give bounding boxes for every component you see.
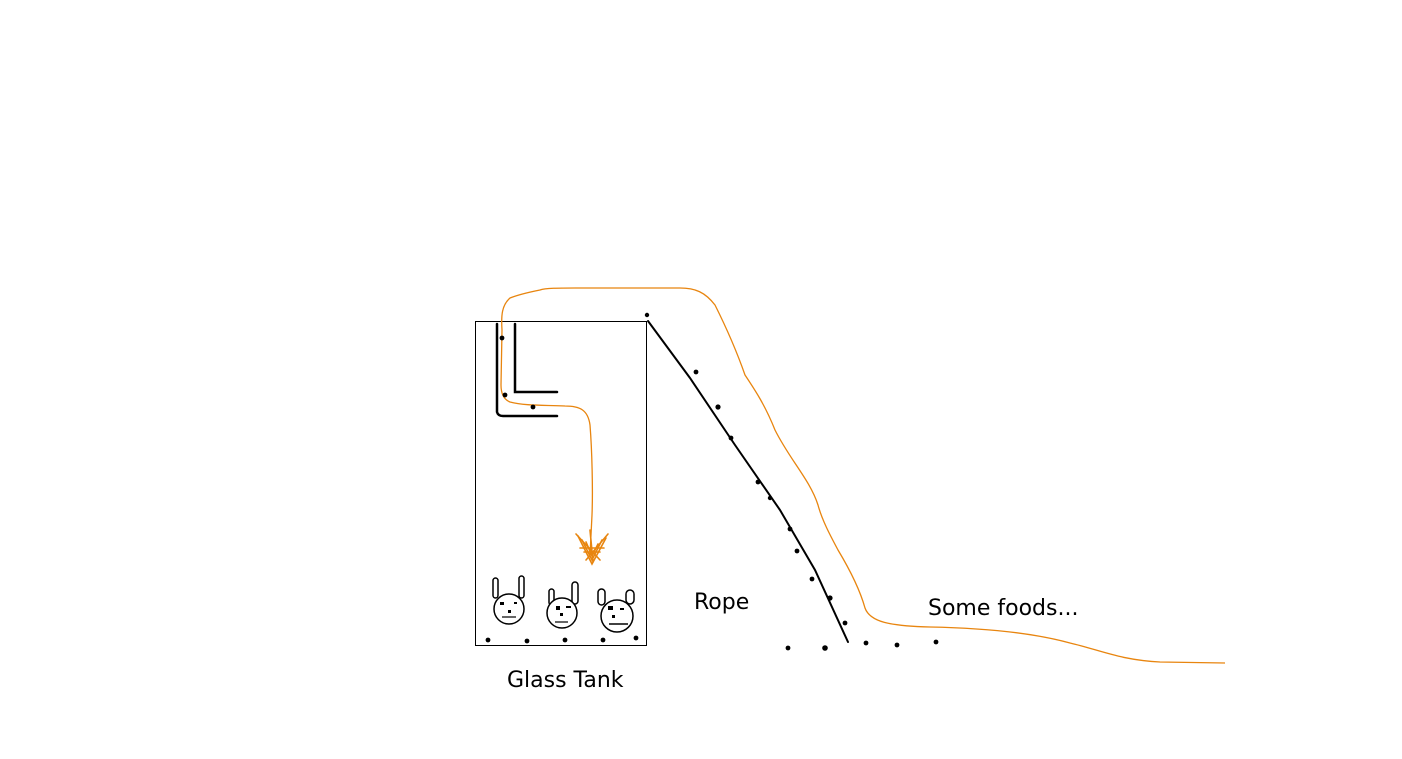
food-crumb-icon <box>728 435 734 441</box>
arrowhead-icon <box>575 529 609 566</box>
food-crumb-icon <box>530 404 536 410</box>
food-crumb-icon <box>794 548 800 554</box>
food-crumb-icon <box>767 495 773 501</box>
glass-tank <box>475 321 647 646</box>
food-crumb-icon <box>600 637 606 643</box>
food-crumb-icon <box>562 637 568 643</box>
food-crumb-icon <box>933 639 939 645</box>
bunny-face-icon <box>546 581 579 629</box>
label-rope: Rope <box>694 590 750 615</box>
rope-line <box>647 320 849 643</box>
food-crumb-icon <box>502 392 508 398</box>
food-crumb-icon <box>524 638 530 644</box>
food-crumb-icon <box>693 369 699 375</box>
food-crumb-icon <box>633 635 639 641</box>
food-crumb-icon <box>715 404 721 410</box>
food-crumb-icon <box>809 576 815 582</box>
food-crumb-icon <box>785 645 791 651</box>
food-crumb-icon <box>822 645 828 651</box>
bunny-face-icon <box>597 588 635 633</box>
food-crumb-icon <box>499 335 505 341</box>
tank-chute <box>495 322 559 418</box>
ant-trail-path <box>500 287 1226 664</box>
food-crumbs <box>485 312 939 651</box>
food-crumb-icon <box>787 526 793 532</box>
food-crumb-icon <box>863 640 869 646</box>
label-some-foods: Some foods... <box>928 596 1079 621</box>
food-crumb-icon <box>644 312 650 318</box>
food-crumb-icon <box>894 642 900 648</box>
food-crumb-icon <box>485 637 491 643</box>
chute-outer-wall <box>495 322 559 418</box>
food-crumb-icon <box>842 620 848 626</box>
food-crumb-icon <box>755 479 761 485</box>
chute-inner-wall <box>513 322 559 394</box>
bunny-face-icon <box>492 575 525 625</box>
label-glass-tank: Glass Tank <box>507 668 624 693</box>
food-crumb-icon <box>827 595 833 601</box>
